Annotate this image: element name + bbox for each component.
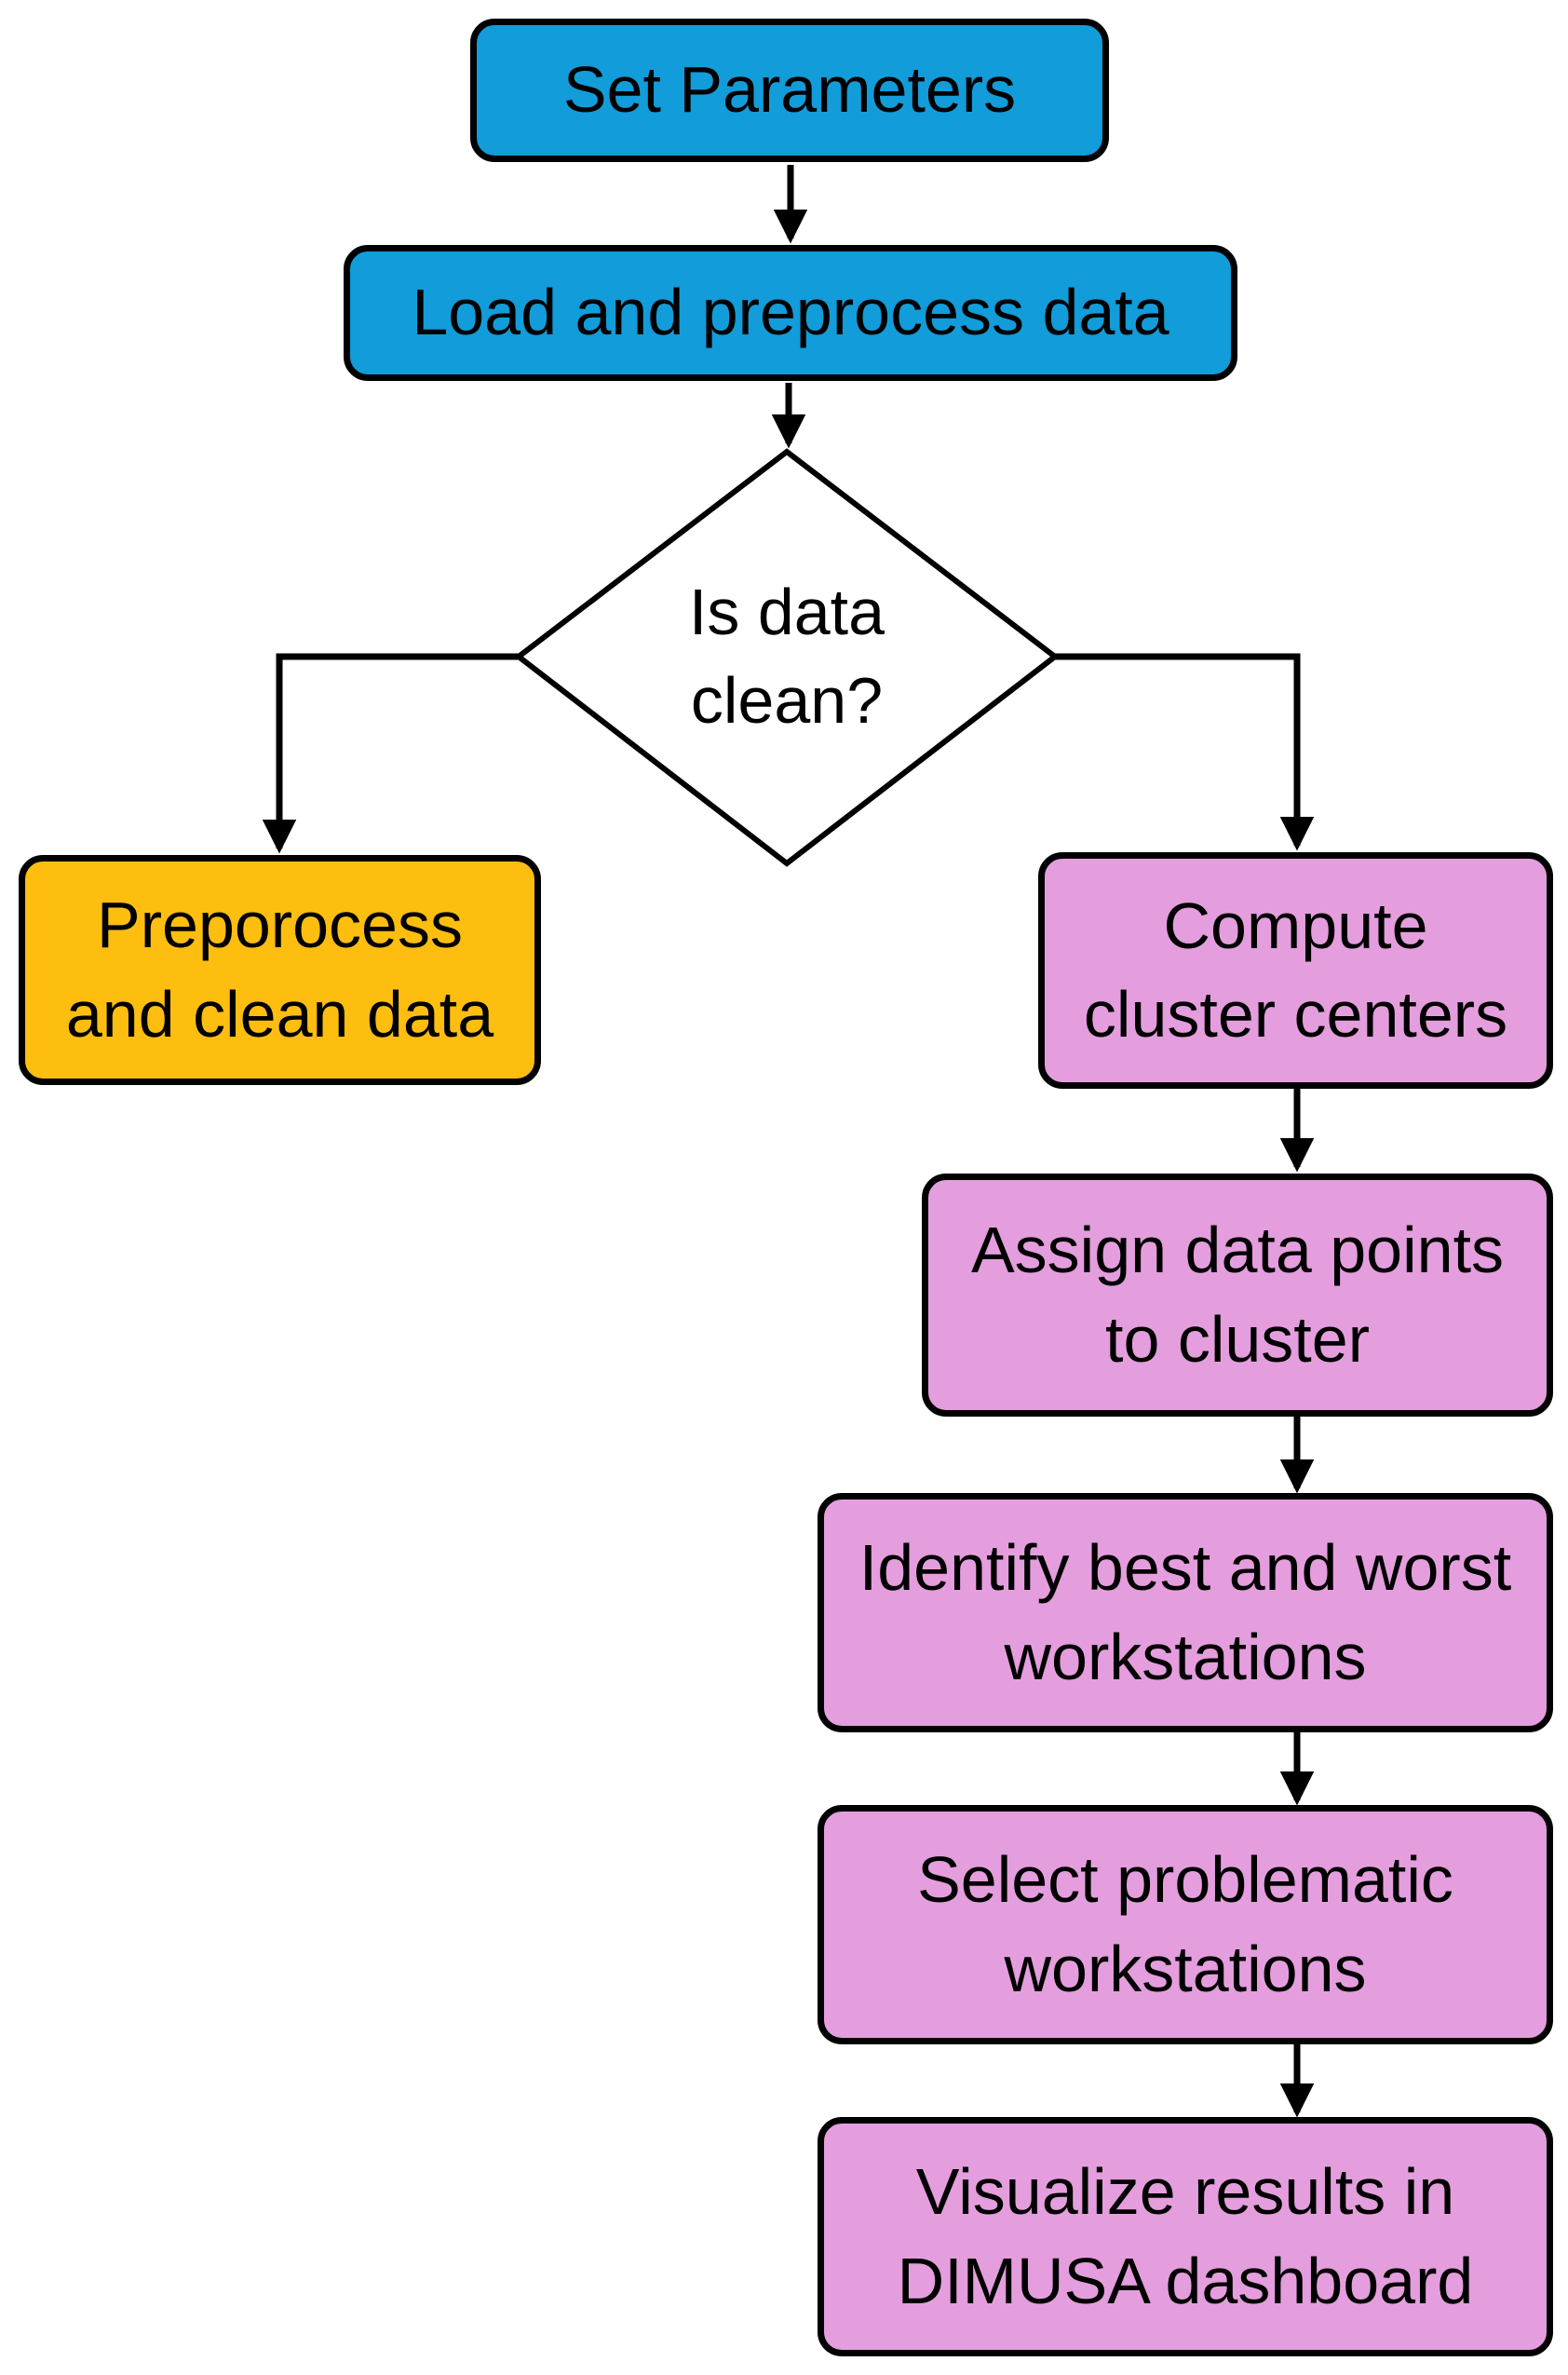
node-is-data-clean-label: Is data clean? xyxy=(688,575,885,737)
edge-decision-to-preprocess-clean xyxy=(262,653,519,854)
node-visualize-results-dimusa-dashboard: Visualize results in DIMUSA dashboard xyxy=(818,2117,1553,2356)
node-compute-cluster-centers: Compute cluster centers xyxy=(1038,852,1553,1089)
edge-decision-to-compute-centers xyxy=(1055,653,1315,851)
node-set-parameters: Set Parameters xyxy=(470,19,1109,162)
node-assign-data-points-to-cluster: Assign data points to cluster xyxy=(922,1174,1553,1417)
node-identify-best-and-worst-workstations: Identify best and worst workstations xyxy=(818,1493,1553,1732)
node-preprocess-and-clean-data: Preporocess and clean data xyxy=(19,855,541,1085)
node-load-and-preprocess-data: Load and preprocess data xyxy=(344,245,1237,381)
decision-diamond-shape xyxy=(514,448,1060,867)
node-select-problematic-workstations: Select problematic workstations xyxy=(818,1805,1553,2044)
